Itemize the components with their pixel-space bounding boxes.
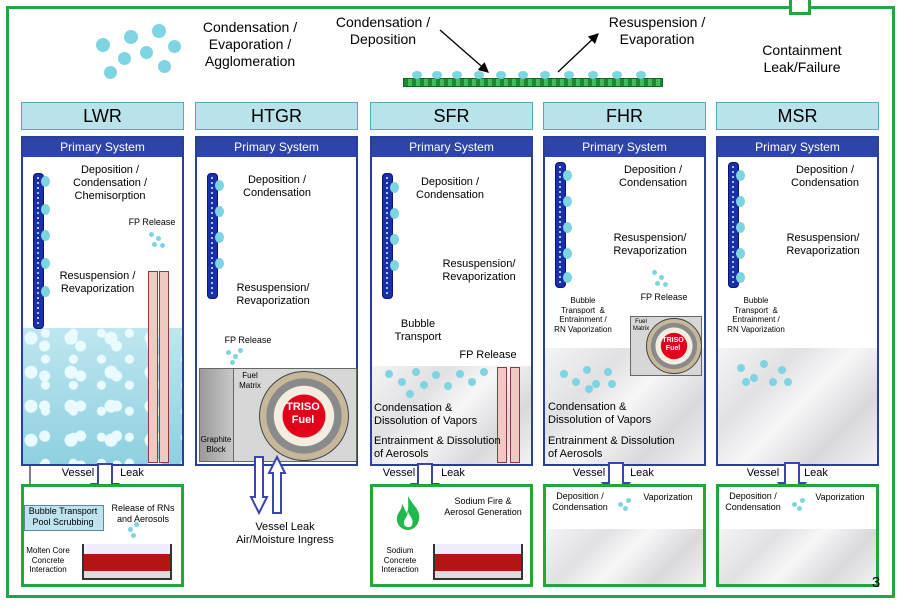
label-containment-leak: Containment Leak/Failure — [762, 42, 842, 75]
flame-icon — [396, 496, 420, 530]
htgr-fuel-matrix-label: Fuel Matrix — [239, 371, 261, 390]
containment-opening — [789, 0, 811, 15]
fhr-resuspension-label: Resuspension/ Revaporization — [613, 232, 687, 258]
msr-leak-label: Leak — [804, 467, 828, 479]
header-sfr: SFR — [370, 102, 533, 130]
sfr-sodium-concrete-label: Sodium Concrete Interaction — [381, 546, 419, 575]
fhr-g-vaporization-label: Vaporization — [643, 492, 693, 502]
fuel-rod — [159, 271, 169, 463]
salt-spill — [719, 529, 876, 584]
fhr-entrainment-label: Entrainment & Dissolution of Aerosols — [548, 435, 675, 461]
vessel-wall — [33, 173, 44, 329]
fhr-triso-label: TRISO Fuel — [662, 337, 684, 353]
primary-system-label: Primary System — [197, 138, 356, 157]
fhr-leak-label: Leak — [630, 467, 654, 479]
label-condensation-evap-agglom: Condensation / Evaporation / Agglomerati… — [202, 19, 298, 69]
slide-frame — [6, 6, 895, 598]
fhr-condensation-label: Condensation & Dissolution of Vapors — [548, 401, 652, 427]
sfr-vessel-label: Vessel — [382, 467, 416, 479]
sfr-fp-release-label: FP Release — [459, 349, 517, 361]
header-lwr: LWR — [21, 102, 184, 130]
page-number: 3 — [871, 574, 881, 591]
sfr-sodium-fire-label: Sodium Fire & Aerosol Generation — [444, 496, 522, 517]
msr-resuspension-label: Resuspension/ Revaporization — [786, 232, 860, 258]
primary-system-label: Primary System — [718, 138, 877, 157]
htgr-vessel-leak-label: Vessel Leak Air/Moisture Ingress — [236, 521, 334, 547]
msr-deposition-label: Deposition / Condensation — [791, 164, 859, 190]
lwr-resuspension-label: Resuspension / Revaporization — [59, 270, 136, 296]
containment-msr — [716, 484, 879, 587]
fhr-bubble-label: Bubble Transport & Entrainment / RN Vapo… — [554, 296, 612, 334]
molten-core-pool — [433, 544, 523, 580]
lwr-leak-label: Leak — [120, 467, 144, 479]
column-fhr: Primary System — [543, 136, 706, 466]
salt-spill — [546, 529, 703, 584]
containment-fhr — [543, 484, 706, 587]
fhr-g-deposition-label: Deposition / Condensation — [552, 491, 608, 512]
primary-system-label: Primary System — [23, 138, 182, 157]
lwr-release-label: Release of RNs and Aerosols — [111, 503, 175, 524]
header-msr: MSR — [716, 102, 879, 130]
fhr-vessel-label: Vessel — [572, 467, 606, 479]
primary-system-label: Primary System — [372, 138, 531, 157]
label-condensation-deposition: Condensation / Deposition — [335, 14, 431, 47]
htgr-graphite-label: Graphite Block — [200, 435, 232, 454]
fhr-fuel-matrix-label: Fuel Matrix — [632, 319, 650, 333]
fhr-deposition-label: Deposition / Condensation — [619, 164, 687, 190]
htgr-deposition-label: Deposition / Condensation — [243, 174, 311, 200]
column-msr: Primary System — [716, 136, 879, 466]
htgr-fp-release-label: FP Release — [224, 335, 272, 345]
lwr-fp-release-label: FP Release — [128, 217, 176, 227]
label-resuspension-evaporation: Resuspension / Evaporation — [608, 14, 706, 47]
vessel-leak-double-arrow — [249, 455, 287, 515]
lwr-molten-core-label: Molten Core Concrete Interaction — [26, 546, 70, 575]
triso-particle — [646, 318, 702, 374]
graphite-block — [199, 368, 235, 462]
sfr-deposition-label: Deposition / Condensation — [416, 176, 484, 202]
msr-vessel-label: Vessel — [746, 467, 780, 479]
fuel-rod — [148, 271, 158, 463]
msr-g-deposition-label: Deposition / Condensation — [725, 491, 781, 512]
fuel-rod — [497, 367, 507, 463]
primary-system-label: Primary System — [545, 138, 704, 157]
msr-bubble-label: Bubble Transport & Entrainment / RN Vapo… — [727, 296, 785, 334]
htgr-triso-label: TRISO Fuel — [286, 401, 320, 427]
sfr-bubble-label: Bubble Transport — [394, 318, 442, 344]
sfr-condensation-label: Condensation & Dissolution of Vapors — [374, 402, 478, 428]
triso-particle — [259, 371, 349, 461]
fhr-fp-release-label: FP Release — [640, 292, 688, 302]
sfr-leak-label: Leak — [441, 467, 465, 479]
header-htgr: HTGR — [195, 102, 358, 130]
msr-g-vaporization-label: Vaporization — [815, 492, 865, 502]
htgr-resuspension-label: Resuspension/ Revaporization — [236, 282, 310, 308]
fuel-rod — [510, 367, 520, 463]
deposition-surface — [403, 78, 663, 87]
lwr-vessel-label: Vessel — [61, 467, 95, 479]
header-fhr: FHR — [543, 102, 706, 130]
sfr-entrainment-label: Entrainment & Dissolution of Aerosols — [374, 435, 501, 461]
pool-scrubbing-box — [24, 505, 104, 531]
lwr-bubble-label: Bubble Transport Pool Scrubbing — [28, 506, 98, 527]
lwr-deposition-label: Deposition / Condensation / Chemisorptio… — [73, 164, 147, 203]
molten-core-pool — [82, 544, 172, 580]
sfr-resuspension-label: Resuspension/ Revaporization — [442, 258, 516, 284]
